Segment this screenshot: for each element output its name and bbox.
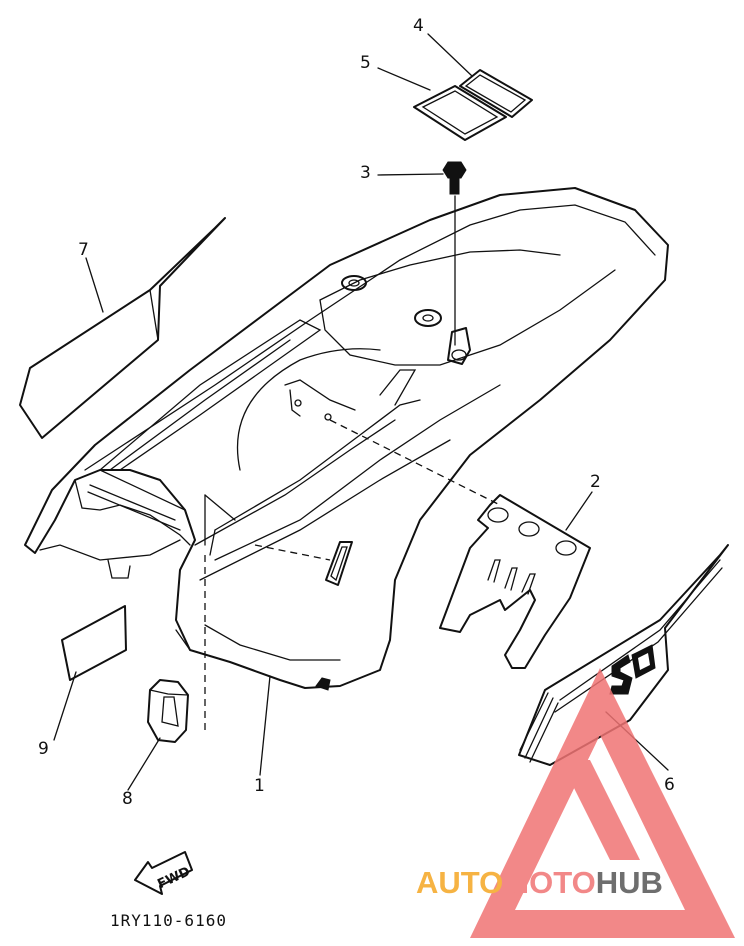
callout-3: 3 (360, 163, 371, 183)
svg-text:AUTOMOTOHUB: AUTOMOTOHUB (416, 865, 663, 900)
part-code: 1RY110-6160 (110, 911, 227, 930)
part-2-bracket (439, 494, 591, 669)
part-9-label-plate (61, 605, 127, 681)
callout-6: 6 (664, 775, 675, 795)
callout-9: 9 (38, 739, 49, 759)
automotohub-watermark: AUTOMOTOHUB (416, 668, 735, 938)
callout-1: 1 (254, 776, 265, 796)
callout-5: 5 (360, 53, 371, 73)
watermark-triangle-icon (470, 668, 735, 938)
part-7-decal (19, 217, 226, 439)
part-5-plate (413, 85, 507, 141)
part-4-plate (459, 69, 533, 118)
watermark-auto: AUTO (416, 865, 503, 900)
part-6-side-panel (518, 544, 729, 766)
watermark-moto: MOTO (503, 865, 595, 900)
part-8-grommet (147, 679, 189, 743)
callout-4: 4 (413, 16, 424, 36)
callout-8: 8 (122, 789, 133, 809)
assembly-lines (204, 419, 501, 730)
callout-labels: 1 2 3 4 5 6 7 8 9 (38, 16, 675, 809)
fwd-label: FWD (155, 864, 192, 892)
part-3-bolt (442, 161, 467, 346)
part-1-rear-fender (24, 187, 669, 691)
fwd-arrow: FWD (134, 851, 193, 895)
callout-2: 2 (590, 472, 601, 492)
callout-7: 7 (78, 240, 89, 260)
watermark-hub: HUB (596, 865, 663, 900)
